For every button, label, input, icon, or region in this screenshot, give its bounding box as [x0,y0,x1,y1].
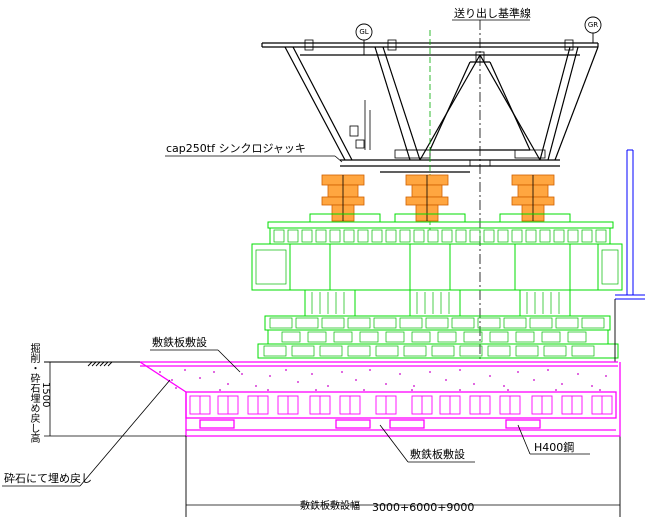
width-value: 3000+6000+9000 [372,501,475,514]
h400-beams [189,395,613,415]
center-line [429,19,530,360]
h400-label: H400鋼 [534,441,575,454]
jack-label: cap250tf シンクロジャッキ [166,142,306,155]
height-dimension [44,361,186,437]
send-baseline-label: 送り出し基準線 [454,7,531,20]
jack-center [405,174,449,222]
jack-right [511,174,555,222]
retaining-wall [615,149,645,300]
gl-left-marker: GL [359,28,369,36]
jack-left [321,174,365,222]
width-label: 敷鉄板敷設幅 [300,501,360,512]
steel-plate-lower-label: 敷鉄板敷設 [410,448,465,461]
excavation-height-label: 掘削・砕石埋め戻し高 [28,343,39,443]
steel-plate-upper-label: 敷鉄板敷設 [152,336,207,349]
synchro-jacks [321,174,555,222]
excavation-pad [139,361,621,437]
jack-leader [165,155,343,163]
backfill-label: 砕石にて埋め戻し [4,472,92,485]
leader-lines [2,349,590,487]
excavation-height-value: 1500 [40,382,51,408]
cribbing [251,213,623,359]
gr-right-marker: GR [587,21,599,29]
gravel-dots [159,369,607,391]
crib-cells [255,229,619,357]
left-ground [44,361,187,517]
grid-markers [355,16,602,55]
